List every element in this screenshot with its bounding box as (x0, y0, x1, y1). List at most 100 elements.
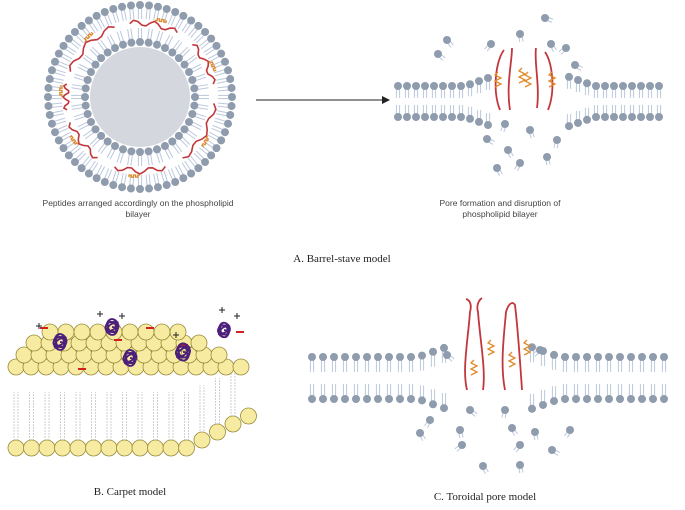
lipid-headgroup (179, 11, 188, 20)
positive-charge (173, 332, 179, 338)
lipid-headgroup (83, 109, 92, 118)
lipid-headgroup (83, 76, 92, 85)
lipid-headgroup (501, 406, 509, 414)
lipid-headgroup (188, 76, 197, 85)
lipid-headgroup (330, 395, 338, 403)
lipid-headgroup (592, 113, 600, 121)
lipid-headgroup (136, 148, 144, 156)
lipid-headgroup (190, 101, 199, 110)
lipid-headgroup (217, 49, 226, 58)
lipid-headgroup (385, 395, 393, 403)
lipid-headgroup (541, 14, 549, 22)
lipid-headgroup (45, 75, 54, 84)
toroidal-helix (486, 339, 496, 356)
lipid-headgroup (407, 395, 415, 403)
lipid-headgroup (456, 426, 464, 434)
lipid-headgroup (605, 353, 613, 361)
carpet-bead (162, 439, 180, 457)
lipid-headgroup (162, 181, 171, 190)
lipid-headgroup (426, 416, 434, 424)
lipid-headgroup (574, 118, 582, 127)
lipid-headgroup (439, 82, 447, 90)
lipid-headgroup (81, 84, 90, 93)
lipid-headgroup (385, 353, 393, 361)
toroidal-peptide (501, 302, 523, 391)
carpet-bead (153, 323, 171, 341)
lipid-headgroup (484, 121, 492, 130)
lipid-headgroup (136, 185, 144, 193)
lipid-headgroup (70, 27, 79, 36)
lipid-headgroup (660, 395, 668, 403)
lipid-headgroup (185, 117, 194, 126)
lipid-headgroup (126, 1, 135, 10)
carpet-bead (137, 323, 155, 341)
lipid-headgroup (92, 174, 101, 183)
peptide-helix (59, 85, 63, 97)
lipid-headgroup (616, 395, 624, 403)
lipid-headgroup (127, 147, 136, 156)
lipid-headgroup (119, 40, 128, 49)
lipid-headgroup (187, 169, 196, 178)
lipid-headgroup (145, 184, 154, 193)
lipid-headgroup (458, 441, 466, 449)
lipid-headgroup (646, 113, 654, 121)
lipid-headgroup (109, 181, 118, 190)
lipid-headgroup (475, 117, 483, 126)
peptide-helix (69, 135, 79, 146)
lipid-headgroup (84, 16, 93, 25)
lipid-headgroup (457, 82, 465, 90)
lipid-headgroup (111, 142, 120, 151)
lipid-headgroup (628, 82, 636, 90)
lipid-headgroup (201, 27, 210, 36)
lipid-headgroup (561, 395, 569, 403)
lipid-headgroup (553, 136, 561, 144)
lipid-headgroup (153, 2, 162, 11)
lipid-headgroup (92, 11, 101, 20)
lipid-headgroup (145, 1, 154, 10)
lipid-headgroup (144, 147, 153, 156)
lipid-headgroup (224, 66, 233, 75)
lipid-headgroup (217, 136, 226, 145)
lipid-headgroup (51, 128, 60, 137)
carpet-bead (116, 439, 133, 457)
carpet-peptide-cluster (217, 321, 231, 339)
peptide-helix (208, 60, 217, 72)
lipid-headgroup (627, 395, 635, 403)
lipid-headgroup (516, 30, 524, 38)
peptide-helix (83, 31, 94, 43)
carpet-bead (69, 439, 87, 457)
carpet-bead (190, 334, 208, 352)
lipid-headgroup (394, 82, 402, 90)
lipid-headgroup (103, 137, 112, 146)
lipid-headgroup (619, 113, 627, 121)
lipid-headgroup (594, 395, 602, 403)
lipid-headgroup (516, 441, 524, 449)
lipid-headgroup (416, 429, 424, 437)
lipid-headgroup (649, 395, 657, 403)
toroidal-helix (469, 359, 479, 376)
carpet-bead (38, 439, 56, 457)
lipid-headgroup (227, 102, 236, 111)
lipid-headgroup (487, 40, 495, 48)
lipid-headgroup (308, 353, 316, 361)
carpet-bead (23, 439, 40, 457)
lipid-headgroup (421, 113, 429, 121)
toroidal-helix (522, 339, 532, 356)
lipid-headgroup (583, 79, 591, 88)
lipid-headgroup (174, 54, 183, 63)
carpet-peptide-cluster (104, 318, 120, 336)
lipid-headgroup (543, 153, 551, 161)
peptide-helix (154, 17, 167, 24)
carpet-bead (7, 439, 25, 457)
carpet-bead (121, 323, 139, 341)
lipid-headgroup (616, 353, 624, 361)
positive-charge (219, 307, 225, 313)
lipid-headgroup (536, 346, 544, 354)
lipid-headgroup (363, 353, 371, 361)
lipid-headgroup (84, 169, 93, 178)
barrel-helix (493, 71, 503, 88)
peptide-helix (128, 174, 140, 178)
lipid-headgroup (637, 82, 645, 90)
lipid-headgroup (561, 353, 569, 361)
lipid-headgroup (162, 4, 171, 13)
